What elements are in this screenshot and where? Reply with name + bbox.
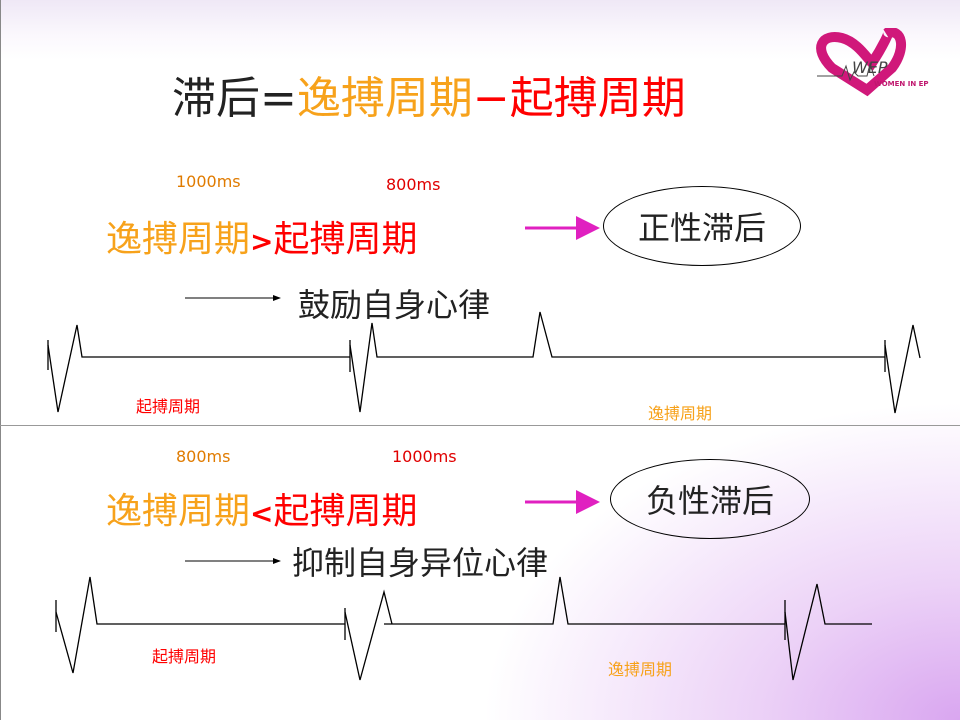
result-label: 正性滞后 [637,209,766,247]
pacing-ms-value: 800ms [386,175,441,194]
ecg-waveform-positive [47,311,921,414]
escape-interval-label: 逸搏周期 [106,219,251,260]
result-label: 负性滞后 [645,482,774,520]
logo-text: WOMEN IN EP [874,80,929,88]
pacing-interval-label: 起搏周期 [273,491,418,532]
comparison-formula: 逸搏周期<起搏周期 [106,482,418,534]
wave-escape-label: 逸搏周期 [648,404,713,423]
effect-label: 抑制自身异位心律 [292,544,549,582]
title-escape-interval: 逸搏周期 [296,73,473,124]
logo-mark: WEP [852,58,888,77]
section-divider [0,425,960,426]
heart-logo-icon [816,28,906,97]
title-minus: − [472,73,510,124]
slide-left-border [0,0,1,720]
wave-escape-label: 逸搏周期 [608,660,673,679]
pacing-interval-label: 起搏周期 [273,219,418,260]
background-swirl [480,400,960,720]
pacing-ms-value: 1000ms [392,447,457,466]
title-lag: 滞后= [172,73,297,124]
effect-label: 鼓励自身心律 [298,286,491,324]
comparison-formula: 逸搏周期>起搏周期 [106,210,418,262]
wave-pacing-label: 起搏周期 [136,397,201,416]
escape-interval-label: 逸搏周期 [106,491,251,532]
ecg-waveform-negative [55,576,872,681]
less-than-operator: < [250,497,274,530]
escape-ms-value: 800ms [176,447,231,466]
positive-hysteresis-ellipse: 正性滞后 [603,186,801,266]
escape-ms-value: 1000ms [176,172,241,191]
background-top-gradient [0,0,960,60]
wep-logo: WEP WOMEN IN EP [812,28,942,98]
greater-than-operator: > [250,225,274,258]
negative-hysteresis-ellipse: 负性滞后 [610,459,810,539]
title-pacing-interval: 起搏周期 [509,73,686,124]
slide-title: 滞后=逸搏周期−起搏周期 [172,62,686,126]
wave-pacing-label: 起搏周期 [152,647,217,666]
